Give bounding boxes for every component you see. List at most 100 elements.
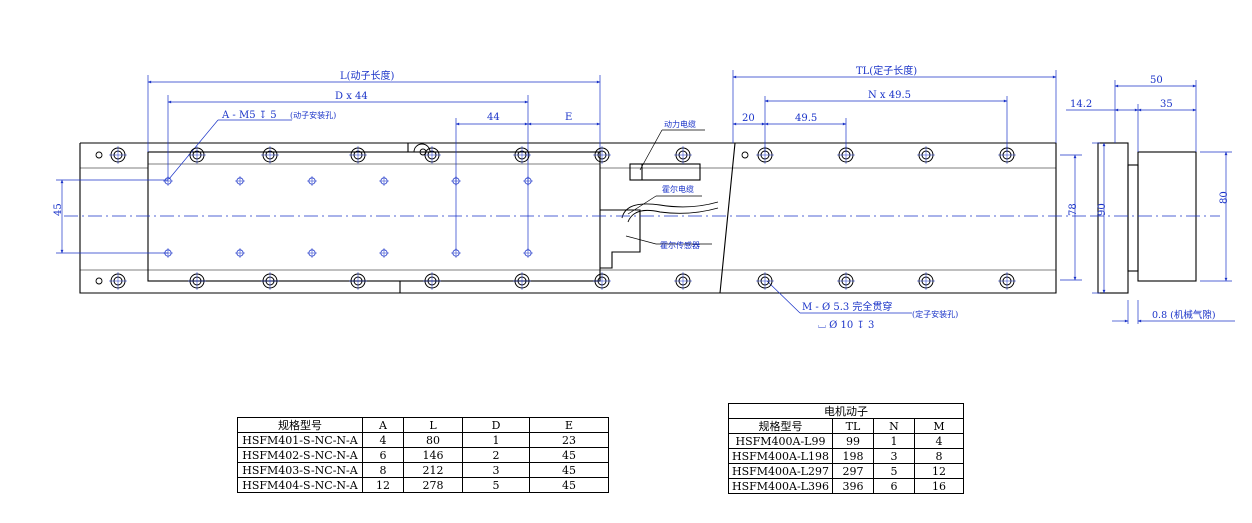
table-cell: 8 bbox=[913, 448, 964, 464]
power-cable-label: 动力电缆 bbox=[664, 119, 696, 129]
small-hole bbox=[95, 277, 103, 285]
mover-hole-note: (动子安装孔) bbox=[290, 110, 336, 120]
table-cell: 3 bbox=[462, 462, 530, 478]
table-cell: 212 bbox=[403, 462, 463, 478]
left-stator-outline bbox=[79, 142, 600, 294]
column-header: N bbox=[872, 418, 915, 434]
dim-90-label: 90 bbox=[1097, 203, 1108, 216]
stator-mount-hole bbox=[837, 146, 855, 164]
table-cell: HSFM403-S-NC-N-A bbox=[237, 462, 363, 478]
air-gap-label: 0.8 (机械气隙) bbox=[1152, 309, 1216, 321]
dim-35-label: 35 bbox=[1160, 99, 1173, 110]
stator-mount-hole bbox=[756, 272, 774, 290]
stator-mount-hole bbox=[109, 272, 127, 290]
counterbore-callout: ⌴ Ø 10 ↧ 3 bbox=[818, 320, 874, 331]
table-cell: 146 bbox=[403, 447, 463, 463]
column-header: 规格型号 bbox=[728, 418, 833, 434]
table-cell: 45 bbox=[529, 477, 609, 493]
column-header: M bbox=[913, 418, 964, 434]
column-header: E bbox=[529, 417, 609, 433]
table-cell: HSFM402-S-NC-N-A bbox=[237, 447, 363, 463]
table-cell: HSFM400A-L396 bbox=[728, 478, 833, 494]
table-cell: 3 bbox=[872, 448, 915, 464]
mover-tapped-hole bbox=[379, 248, 389, 258]
stator-mount-hole bbox=[513, 272, 531, 290]
stator-mount-hole bbox=[513, 146, 531, 164]
table-cell: 5 bbox=[872, 463, 915, 479]
table-cell: HSFM401-S-NC-N-A bbox=[237, 432, 363, 448]
dim-50-label: 50 bbox=[1150, 75, 1163, 86]
table-cell: 5 bbox=[462, 477, 530, 493]
table-cell: 99 bbox=[831, 433, 874, 449]
table-cell: 1 bbox=[872, 433, 915, 449]
mover-tapped-hole bbox=[523, 248, 533, 258]
mover-tapped-hole bbox=[235, 248, 245, 258]
table-cell: 2 bbox=[462, 447, 530, 463]
mover-tapped-hole bbox=[379, 176, 389, 186]
table-cell: 23 bbox=[529, 432, 609, 448]
stator-mount-hole bbox=[349, 272, 367, 290]
stator-mount-hole bbox=[261, 272, 279, 290]
table-cell: 198 bbox=[831, 448, 874, 464]
hall-sensor-box bbox=[600, 209, 641, 269]
stator-mount-hole bbox=[756, 146, 774, 164]
table-cell: 45 bbox=[529, 447, 609, 463]
dim-78-label: 78 bbox=[1068, 203, 1079, 216]
table-cell: HSFM400A-L198 bbox=[728, 448, 833, 464]
hall-cable bbox=[621, 201, 719, 223]
stator-mount-hole bbox=[109, 146, 127, 164]
stator-mount-hole bbox=[423, 272, 441, 290]
stator-mount-hole bbox=[188, 146, 206, 164]
stator-mount-hole bbox=[998, 146, 1016, 164]
table-cell: 278 bbox=[403, 477, 463, 493]
table-cell: HSFM400A-L99 bbox=[728, 433, 833, 449]
mover-tapped-hole bbox=[451, 176, 461, 186]
stator-mount-hole bbox=[674, 272, 692, 290]
table-cell: 4 bbox=[913, 433, 964, 449]
stator-mount-hole bbox=[837, 272, 855, 290]
stator-hole-callout: M - Ø 5.3 完全贯穿 bbox=[802, 300, 892, 313]
dim-Nx495-label: N x 49.5 bbox=[868, 90, 911, 101]
dim-45-label: 45 bbox=[53, 203, 64, 216]
stator-mount-hole bbox=[917, 272, 935, 290]
stator-hole-note: (定子安装孔) bbox=[912, 309, 958, 319]
stator-mount-hole bbox=[917, 146, 935, 164]
column-header: TL bbox=[831, 418, 874, 434]
mover-hole-callout: A - M5 ↧ 5 bbox=[221, 110, 277, 121]
table-cell: 12 bbox=[362, 477, 404, 493]
table-cell: 6 bbox=[872, 478, 915, 494]
dim-L-label: L(动子长度) bbox=[340, 69, 395, 82]
table-cell: 297 bbox=[831, 463, 874, 479]
mover-tapped-hole bbox=[307, 248, 317, 258]
mover-tapped-hole bbox=[163, 176, 173, 186]
table-cell: 8 bbox=[362, 462, 404, 478]
hole-group bbox=[95, 143, 1016, 290]
mover-tapped-hole bbox=[235, 176, 245, 186]
stator-table-title: 电机动子 bbox=[728, 403, 964, 419]
dim-49.5-label: 49.5 bbox=[795, 113, 817, 124]
dim-80-label: 80 bbox=[1219, 191, 1230, 204]
mover-tapped-hole bbox=[307, 176, 317, 186]
small-hole bbox=[419, 148, 427, 156]
table-cell: 12 bbox=[913, 463, 964, 479]
table-cell: HSFM404-S-NC-N-A bbox=[237, 477, 363, 493]
stator-mount-hole bbox=[593, 272, 611, 290]
table-cell: 1 bbox=[462, 432, 530, 448]
outline-group bbox=[79, 142, 1197, 294]
table-cell: 80 bbox=[403, 432, 463, 448]
dim-20-label: 20 bbox=[742, 113, 755, 124]
mover-tapped-hole bbox=[523, 176, 533, 186]
stator-mount-hole bbox=[349, 146, 367, 164]
small-hole bbox=[95, 151, 103, 159]
column-header: D bbox=[462, 417, 530, 433]
table-cell: 4 bbox=[362, 432, 404, 448]
